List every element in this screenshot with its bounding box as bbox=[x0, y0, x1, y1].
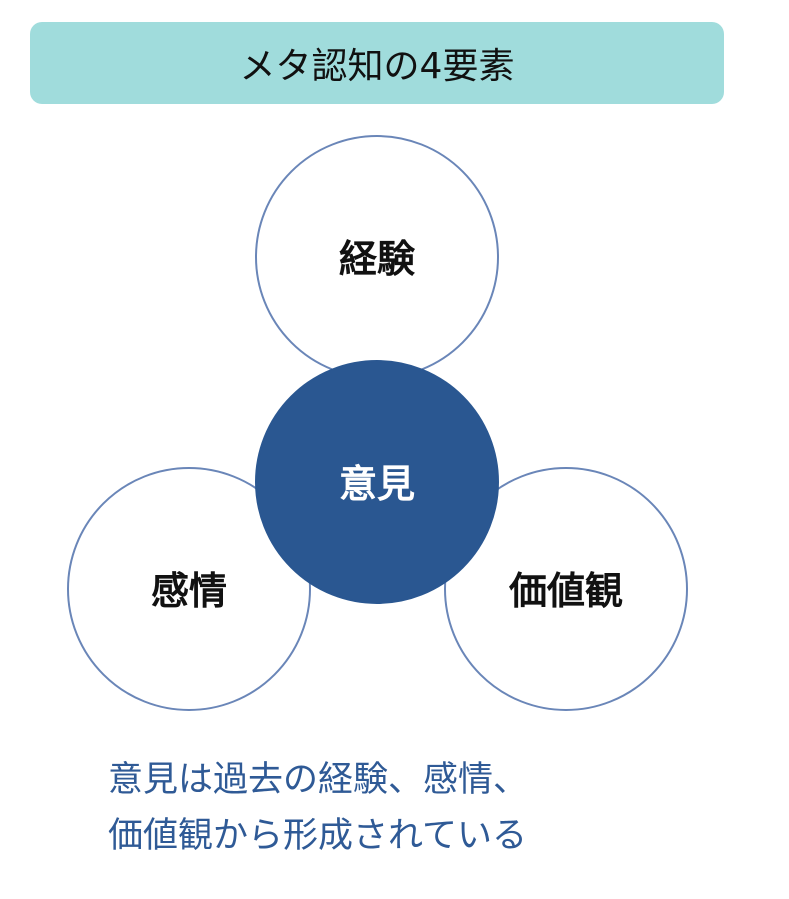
label-opinion: 意見 bbox=[339, 462, 415, 506]
caption-line-1: 意見は過去の経験、感情、 bbox=[108, 760, 529, 800]
circle-center: 意見 bbox=[255, 360, 499, 604]
label-values: 価値観 bbox=[508, 569, 623, 613]
caption-line-2: 価値観から形成されている bbox=[108, 816, 527, 856]
title-banner: メタ認知の4要素 bbox=[30, 22, 724, 104]
circle-left: 感情 bbox=[67, 467, 311, 711]
circle-top: 経験 bbox=[255, 135, 499, 379]
label-emotion: 感情 bbox=[151, 569, 227, 613]
caption: 意見は過去の経験、感情、 価値観から形成されている bbox=[108, 752, 528, 864]
label-experience: 経験 bbox=[339, 237, 416, 281]
diagram-title: メタ認知の4要素 bbox=[239, 46, 515, 87]
circle-right: 価値観 bbox=[444, 467, 688, 711]
